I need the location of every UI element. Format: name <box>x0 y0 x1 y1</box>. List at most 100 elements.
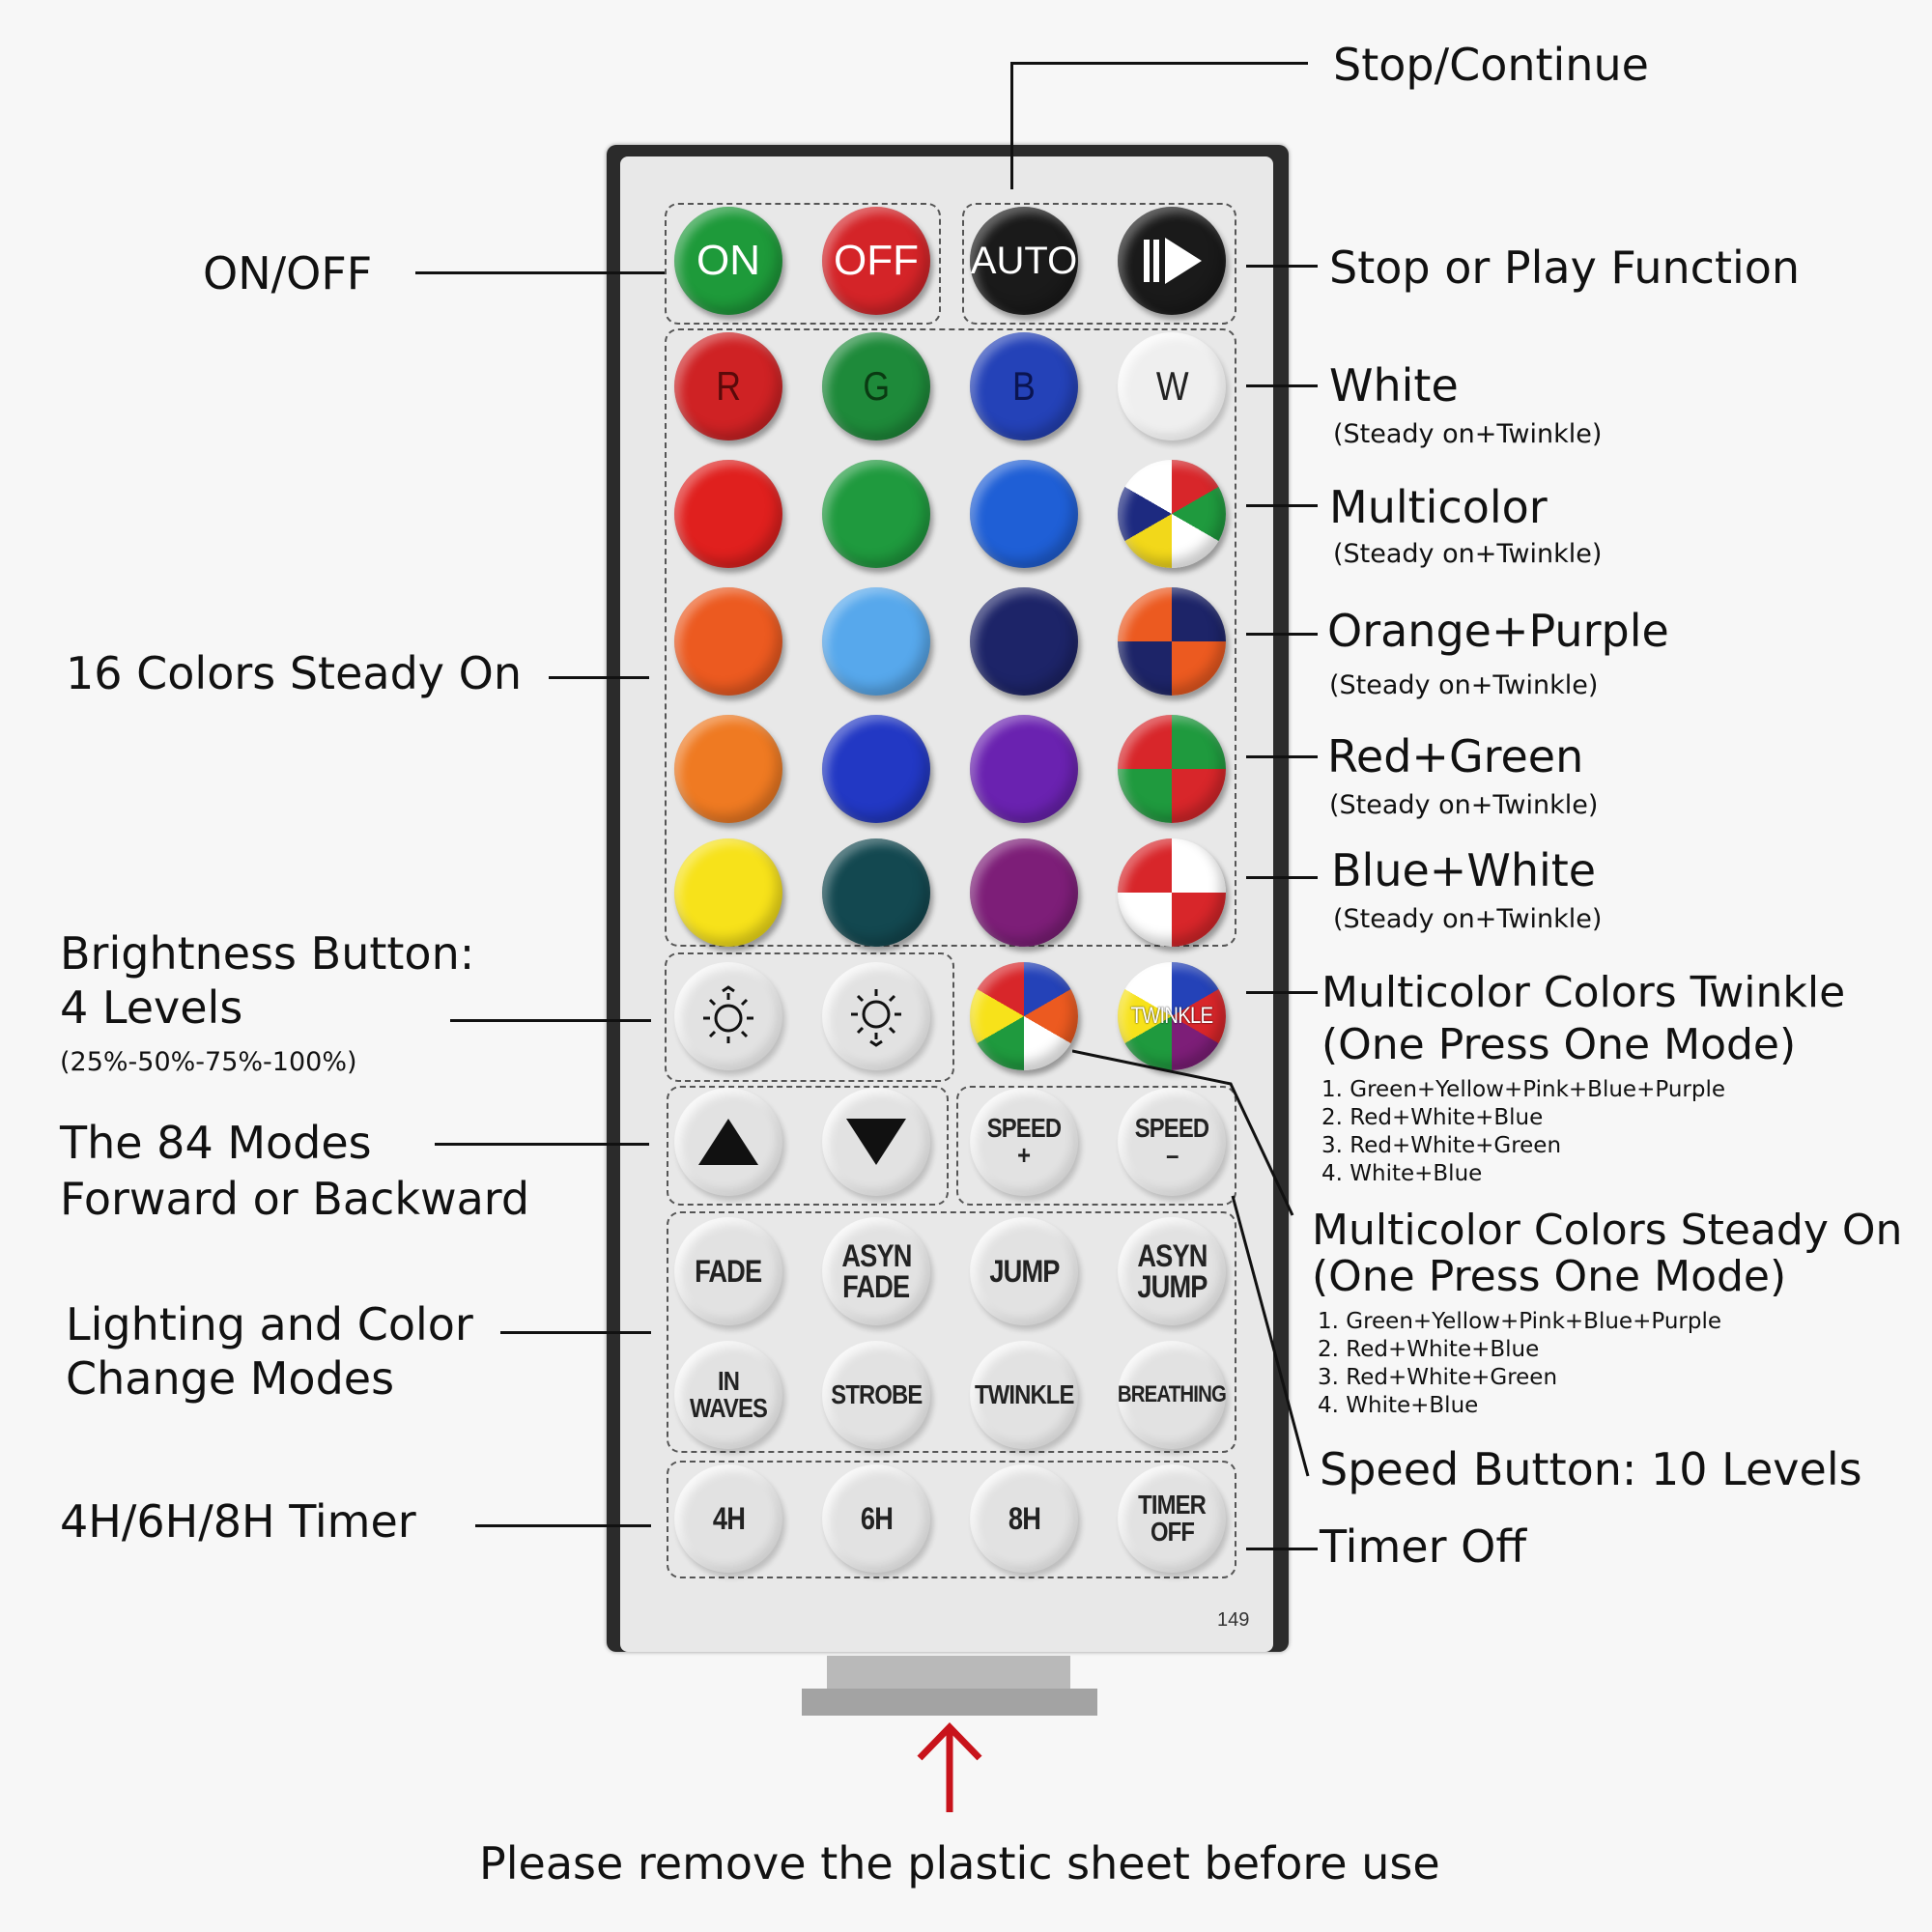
color-button[interactable] <box>970 838 1078 947</box>
battery-tab-base <box>802 1689 1097 1716</box>
color-button[interactable] <box>674 838 782 947</box>
color-button[interactable] <box>822 460 930 568</box>
g-label: G <box>863 363 891 409</box>
multicolor-twinkle-button[interactable]: TWINKLE <box>1118 962 1226 1070</box>
plus-label: + <box>1017 1140 1031 1170</box>
blue-white-button[interactable] <box>1118 838 1226 947</box>
r-label: R <box>716 363 742 409</box>
multicolor-steady-button[interactable] <box>970 962 1078 1070</box>
label-multi-steady-1: Multicolor Colors Steady On <box>1312 1206 1903 1255</box>
speed-minus-button[interactable]: SPEED – <box>1118 1088 1226 1196</box>
timer-8h-button[interactable]: 8H <box>970 1464 1078 1573</box>
speed-plus-label: SPEED <box>986 1113 1062 1143</box>
white-button[interactable]: W <box>1118 332 1226 440</box>
leader-line <box>1246 265 1318 268</box>
timer-6h-button[interactable]: 6H <box>822 1464 930 1573</box>
asyn-label: ASYN <box>1136 1238 1208 1273</box>
leader-line <box>1010 62 1308 65</box>
leader-line <box>1246 633 1318 636</box>
play-pause-icon <box>1144 238 1202 284</box>
leader-line <box>1246 755 1318 758</box>
asyn-fade-button[interactable]: ASYN FADE <box>822 1217 930 1325</box>
off-label: OFF <box>1150 1517 1194 1547</box>
green-button[interactable]: G <box>822 332 930 440</box>
strobe-button[interactable]: STROBE <box>822 1341 930 1449</box>
on-label: ON <box>696 237 760 284</box>
color-button[interactable] <box>674 460 782 568</box>
mode-backward-button[interactable] <box>822 1088 930 1196</box>
h4-label: 4H <box>712 1501 745 1536</box>
color-button[interactable] <box>822 838 930 947</box>
leader-line <box>450 1019 651 1022</box>
auto-button[interactable]: AUTO <box>970 207 1078 315</box>
group-direction <box>667 1086 949 1206</box>
timer-label: TIMER <box>1138 1490 1207 1520</box>
leader-line <box>475 1524 651 1527</box>
brightness-up-button[interactable] <box>674 962 782 1070</box>
timer-off-button[interactable]: TIMER OFF <box>1118 1464 1226 1573</box>
on-button[interactable]: ON <box>674 207 782 315</box>
b-label: B <box>1012 363 1037 409</box>
color-button[interactable] <box>822 715 930 823</box>
w-label: W <box>1155 363 1189 409</box>
breathing-button[interactable]: BREATHING <box>1118 1341 1227 1449</box>
label-multicolor-sub: (Steady on+Twinkle) <box>1333 539 1603 569</box>
label-multi-steady-2: (One Press One Mode) <box>1312 1252 1787 1301</box>
red-button[interactable]: R <box>674 332 782 440</box>
label-brightness-sub: (25%-50%-75%-100%) <box>60 1047 357 1077</box>
red-up-arrow-icon <box>917 1721 982 1812</box>
color-button[interactable] <box>674 587 782 696</box>
color-button[interactable] <box>970 460 1078 568</box>
color-button[interactable] <box>822 587 930 696</box>
color-button[interactable] <box>970 715 1078 823</box>
orange-purple-button[interactable] <box>1118 587 1226 696</box>
label-multi-twinkle-2: (One Press One Mode) <box>1321 1020 1797 1069</box>
in-label: IN <box>717 1366 740 1396</box>
label-brightness-1: Brightness Button: <box>60 927 475 980</box>
h6-label: 6H <box>860 1501 893 1536</box>
h8-label: 8H <box>1008 1501 1040 1536</box>
label-lighting-1: Lighting and Color <box>66 1298 473 1350</box>
play-pause-button[interactable] <box>1118 207 1226 315</box>
twinkle-mode-button[interactable]: TWINKLE <box>970 1341 1078 1449</box>
group-brightness <box>665 952 954 1082</box>
brightness-down-button[interactable] <box>822 962 930 1070</box>
color-button[interactable] <box>970 587 1078 696</box>
leader-line <box>1246 991 1318 994</box>
twinkle-label: TWINKLE <box>1130 1003 1214 1029</box>
leader-line <box>435 1143 649 1146</box>
label-on-off: ON/OFF <box>203 247 373 299</box>
jump-label: JUMP <box>988 1254 1060 1289</box>
mode-forward-button[interactable] <box>674 1088 782 1196</box>
in-waves-button[interactable]: IN WAVES <box>674 1341 782 1449</box>
sun-brightness-down-icon <box>851 989 901 1047</box>
minus-label: – <box>1165 1140 1179 1170</box>
off-button[interactable]: OFF <box>822 207 930 315</box>
leader-line <box>500 1331 651 1334</box>
leader-line <box>1246 876 1318 879</box>
label-modes-1: The 84 Modes <box>60 1117 372 1169</box>
waves-label: WAVES <box>690 1393 768 1423</box>
leader-line <box>1246 1548 1318 1550</box>
color-button[interactable] <box>674 715 782 823</box>
auto-label: AUTO <box>970 239 1078 282</box>
asyn-label: ASYN <box>840 1238 912 1273</box>
fade-button[interactable]: FADE <box>674 1217 782 1325</box>
label-timer-off: Timer Off <box>1320 1520 1527 1573</box>
blue-button[interactable]: B <box>970 332 1078 440</box>
label-sixteen-colors: 16 Colors Steady On <box>66 647 522 699</box>
speed-plus-button[interactable]: SPEED + <box>970 1088 1078 1196</box>
label-multi-twinkle-list: 1. Green+Yellow+Pink+Blue+Purple 2. Red+… <box>1321 1077 1725 1186</box>
model-number: 149 <box>1217 1609 1250 1631</box>
red-green-button[interactable] <box>1118 715 1226 823</box>
asyn-jump-button[interactable]: ASYN JUMP <box>1118 1217 1226 1325</box>
label-lighting-2: Change Modes <box>66 1352 395 1405</box>
leader-line <box>549 676 649 679</box>
off-label: OFF <box>834 237 919 284</box>
jump-button[interactable]: JUMP <box>970 1217 1078 1325</box>
twinkle-mode-label: TWINKLE <box>974 1379 1074 1409</box>
timer-4h-button[interactable]: 4H <box>674 1464 782 1573</box>
label-multi-twinkle-1: Multicolor Colors Twinkle <box>1321 968 1846 1017</box>
label-stop-continue: Stop/Continue <box>1333 39 1649 91</box>
multicolor-button[interactable] <box>1118 460 1226 568</box>
